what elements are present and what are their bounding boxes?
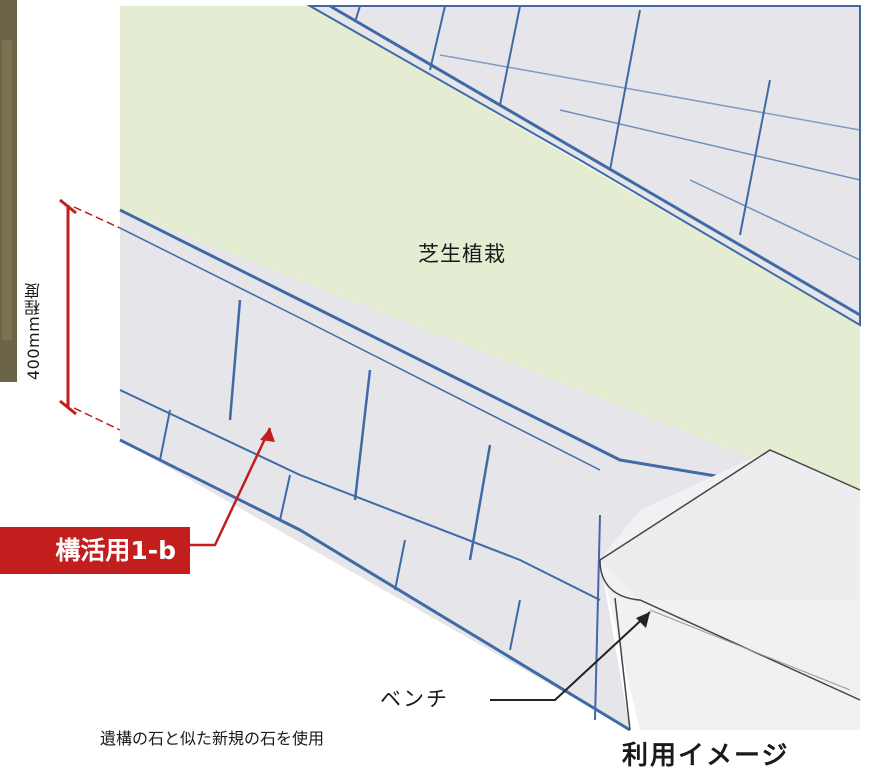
bench-label: ベンチ: [380, 687, 449, 711]
lawn-label: 芝生植栽: [418, 242, 506, 266]
badge-leader-arrow: [260, 428, 275, 442]
bench-leader: [490, 611, 651, 701]
bench-leader-arrow: [636, 612, 650, 628]
photo-strip-highlight: [2, 40, 12, 340]
reuse-badge: 構活用1-b: [0, 527, 190, 574]
lawn-area: [120, 6, 860, 500]
image-caption: 利用イメージ: [622, 741, 790, 771]
upper-wall: [306, 4, 861, 327]
bench-note: 遺構の石と似た新規の石を使用: [100, 729, 325, 748]
bench: [599, 449, 861, 731]
badge-leader: [190, 427, 272, 547]
height-label: 400mm程度: [24, 282, 43, 380]
height-dimension: [59, 198, 121, 431]
